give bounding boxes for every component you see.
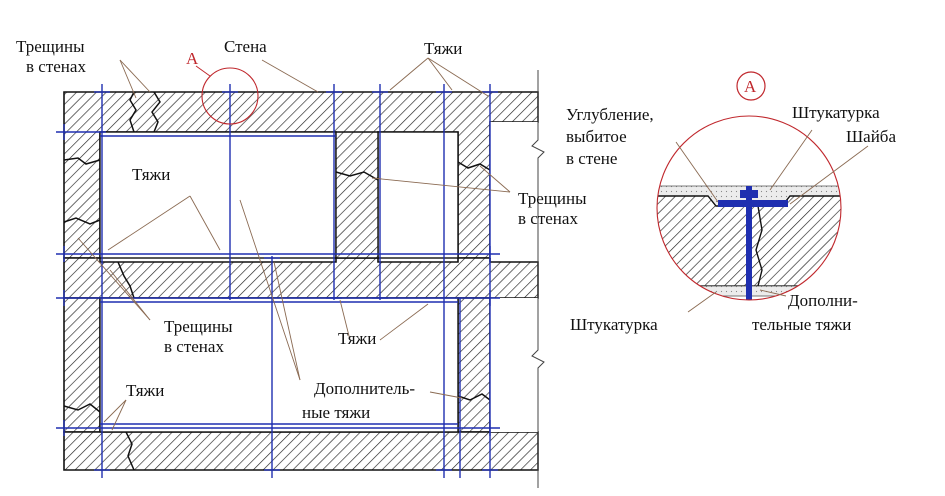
wall-label: Стена (224, 37, 267, 56)
plan-rooms (99, 122, 538, 433)
cracks-label-2b: в стенах (518, 209, 578, 228)
section-marker-label: А (186, 49, 199, 68)
room-upper-left (99, 131, 337, 259)
cracks-label-2a: Трещины (518, 189, 587, 208)
ties-label-bottom-left: Тяжи (126, 381, 164, 400)
room-lower-right (490, 298, 538, 432)
cracks-label-3b: в стенах (164, 337, 224, 356)
room-upper-mid (377, 131, 459, 259)
plaster-label-bottom: Штукатурка (570, 315, 658, 334)
cracks-label-1a: Трещины (16, 37, 85, 56)
washer (718, 200, 788, 207)
extra-ties-detail-1: Дополни- (788, 291, 858, 310)
crack-lines (63, 91, 491, 471)
leader-lines (77, 57, 511, 431)
detail-circle (656, 115, 842, 301)
cracks-label-3a: Трещины (164, 317, 233, 336)
middle-wall (63, 257, 539, 299)
plan-labels: Трещины в стенах А Стена Тяжи Тяжи Трещи… (16, 37, 587, 422)
ties-label-upper-room: Тяжи (132, 165, 170, 184)
recess-label-2: выбитое (566, 127, 627, 146)
right-lower-wall (457, 297, 491, 433)
extra-ties-label-b: ные тяжи (302, 403, 370, 422)
tie-bolt (746, 186, 752, 300)
section-marker-circle (201, 67, 259, 125)
room-lower-left (99, 297, 459, 433)
extra-ties-label-a: Дополнитель- (314, 379, 415, 398)
left-lower-wall (63, 297, 101, 433)
pier-wall (335, 131, 379, 259)
cracks-label-1b: в стенах (26, 57, 86, 76)
recess-label-3: в стене (566, 149, 617, 168)
washer-label: Шайба (846, 127, 896, 146)
ties-label-top: Тяжи (424, 39, 462, 58)
ties-label-lower-room: Тяжи (338, 329, 376, 348)
room-upper-right (490, 122, 538, 258)
recess-label-1: Углубление, (566, 105, 654, 124)
bottom-wall (63, 431, 539, 471)
plaster-label-top: Штукатурка (792, 103, 880, 122)
detail-marker-circle (736, 71, 766, 101)
detail-a: А Углубление, выбитое в стене Штукатурка… (566, 71, 896, 334)
break-lines (531, 70, 545, 488)
detail-marker-label: А (744, 77, 757, 96)
extra-ties-detail-2: тельные тяжи (752, 315, 851, 334)
tie-rods (56, 84, 500, 478)
